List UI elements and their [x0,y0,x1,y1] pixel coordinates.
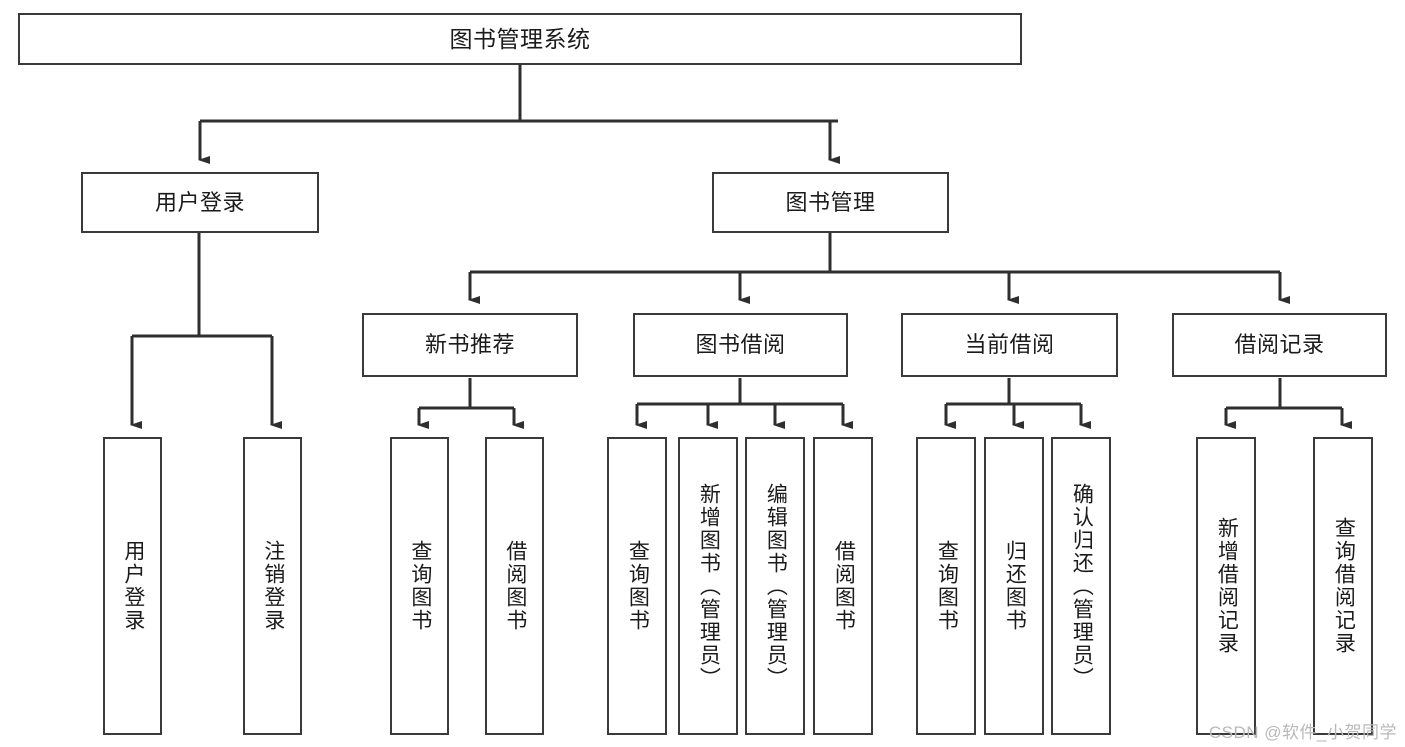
node-label: 当前借阅 [964,332,1055,358]
node-label: 图书管理系统 [449,25,591,52]
node-label: 图书借阅 [695,332,786,358]
leaf-borrow-record-add[interactable]: 新增借阅记录 [1196,437,1256,735]
node-label: 新增借阅记录 [1215,517,1239,655]
leaf-new-book-borrow[interactable]: 借阅图书 [485,437,544,735]
leaf-book-borrow-query[interactable]: 查询图书 [607,437,667,735]
node-label: 借阅图书 [832,540,856,632]
node-label: 用户登录 [154,189,245,215]
node-user-login[interactable]: 用户登录 [81,172,319,233]
leaf-book-borrow-edit[interactable]: 编辑图书（管理员） [745,437,805,735]
node-label: 注销登录 [261,540,285,632]
node-label: 归还图书 [1003,540,1027,632]
node-label: 借阅图书 [503,540,527,632]
leaf-user-login-login[interactable]: 用户登录 [103,437,162,735]
leaf-book-borrow-add[interactable]: 新增图书（管理员） [678,437,738,735]
node-book-management[interactable]: 图书管理 [712,172,949,233]
node-label: 用户登录 [121,540,145,632]
node-borrow-record[interactable]: 借阅记录 [1172,313,1387,377]
node-label: 查询图书 [626,540,650,632]
node-label: 图书管理 [785,189,876,215]
leaf-book-borrow-borrow[interactable]: 借阅图书 [813,437,873,735]
leaf-current-borrow-return[interactable]: 归还图书 [984,437,1044,735]
node-book-borrow[interactable]: 图书借阅 [633,313,848,377]
leaf-borrow-record-query[interactable]: 查询借阅记录 [1313,437,1373,735]
csdn-watermark: CSDN @软件_小贺同学 [1208,723,1397,742]
node-label: 查询图书 [935,540,959,632]
node-label: 查询借阅记录 [1332,517,1356,655]
node-root-system[interactable]: 图书管理系统 [18,13,1022,65]
node-label: 编辑图书（管理员） [764,482,788,690]
node-current-borrow[interactable]: 当前借阅 [901,313,1118,377]
node-label: 新书推荐 [424,332,515,358]
leaf-user-login-logout[interactable]: 注销登录 [243,437,302,735]
leaf-current-borrow-confirm-return[interactable]: 确认归还（管理员） [1051,437,1111,735]
node-label: 新增图书（管理员） [697,482,721,690]
leaf-current-borrow-query[interactable]: 查询图书 [916,437,976,735]
node-new-book-recommend[interactable]: 新书推荐 [362,313,578,377]
node-label: 确认归还（管理员） [1070,482,1094,690]
node-label: 查询图书 [408,540,432,632]
node-label: 借阅记录 [1234,332,1325,358]
leaf-new-book-query[interactable]: 查询图书 [390,437,449,735]
